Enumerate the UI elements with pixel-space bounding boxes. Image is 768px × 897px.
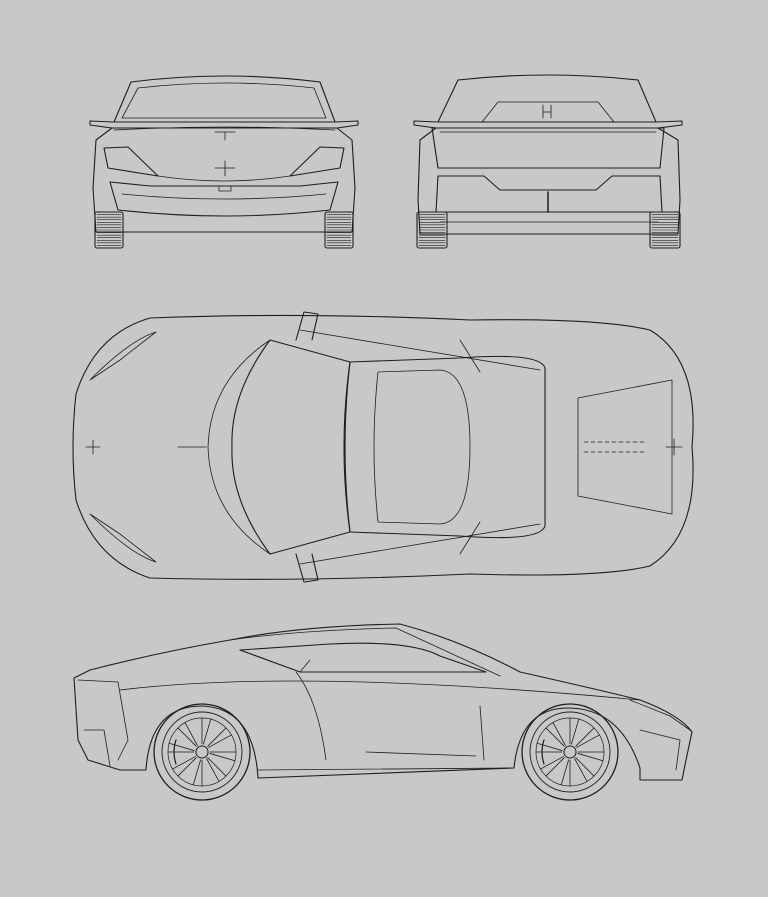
front-wheel-icon — [521, 703, 619, 801]
front-view — [89, 75, 359, 249]
rear-wheel-icon — [153, 703, 251, 801]
top-view — [72, 311, 694, 583]
rear-view — [413, 74, 683, 249]
side-view — [73, 623, 693, 781]
